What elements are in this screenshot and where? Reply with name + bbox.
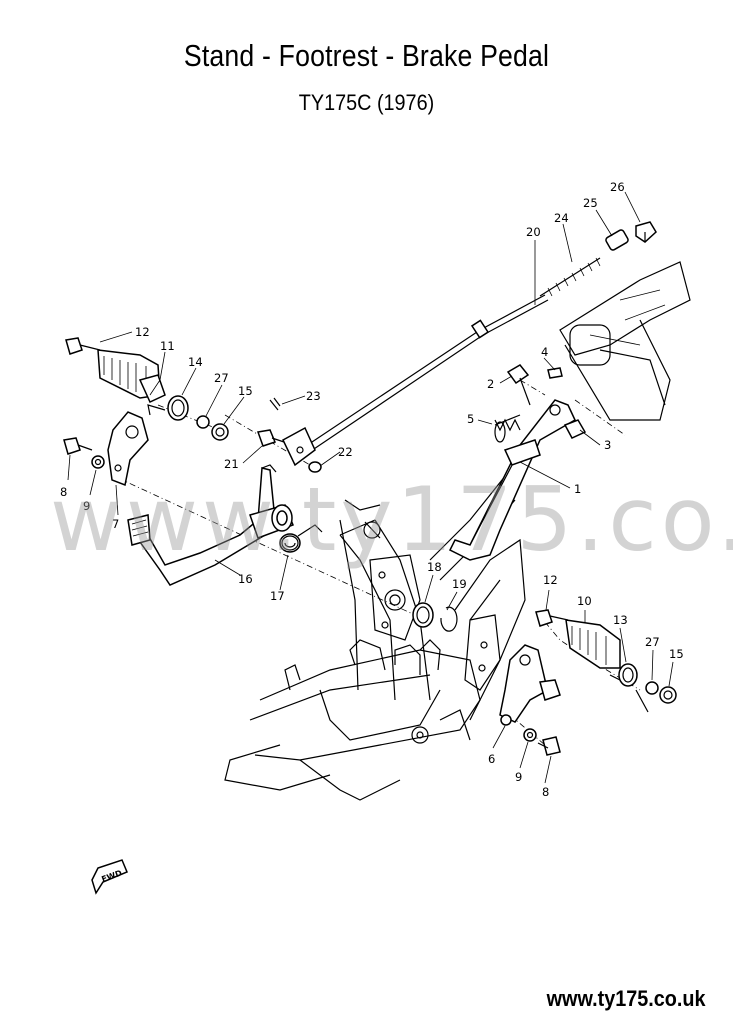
brake-rod-assembly [299,221,657,456]
callout-3: 3 [604,438,611,452]
callout-7: 7 [112,517,119,531]
callout-1: 1 [574,482,581,496]
fwd-arrow-icon: FWD [91,859,128,895]
callout-4: 4 [541,345,548,359]
callout-6: 6 [488,752,495,766]
callout-13: 13 [613,613,628,627]
callout-8-left: 8 [60,485,67,499]
left-bracket [63,411,149,487]
callout-19: 19 [452,577,467,591]
callout-25: 25 [583,196,598,210]
brake-pedal [127,464,323,586]
callout-24: 24 [554,211,569,225]
frame-structure [224,261,691,801]
callout-14: 14 [188,355,203,369]
callout-20: 20 [526,225,541,239]
page-title: Stand - Footrest - Brake Pedal [183,38,550,73]
callout-9-right: 9 [515,770,522,784]
side-stand [448,364,587,561]
callout-9-left: 9 [83,499,90,513]
callout-27-left: 27 [214,371,229,385]
callout-27-right: 27 [645,635,660,649]
callout-21: 21 [224,457,239,471]
callout-23: 23 [306,389,321,403]
callout-12-left: 12 [135,325,150,339]
pivot-pin [256,397,322,473]
callout-leaders [67,191,674,784]
callout-15-left: 15 [238,384,253,398]
callout-5: 5 [467,412,474,426]
callout-16: 16 [238,572,253,586]
page-subtitle: TY175C (1976) [298,90,435,115]
callout-15-right: 15 [669,647,684,661]
callout-2: 2 [487,377,494,391]
right-bracket [499,644,561,756]
left-footrest [65,337,229,441]
callout-18: 18 [427,560,442,574]
circlips [412,602,458,632]
callout-26: 26 [610,180,625,194]
callout-22: 22 [338,445,353,459]
callout-17: 17 [270,589,285,603]
callout-labels: 12 11 14 27 15 23 8 9 7 21 22 20 24 25 2… [60,180,684,799]
callout-8-right: 8 [542,785,549,799]
callout-10: 10 [577,594,592,608]
callout-12-right: 12 [543,573,558,587]
right-footrest [535,609,677,713]
watermark: www.ty175.co.uk [50,468,733,571]
footer-url[interactable]: www.ty175.co.uk [546,986,705,1011]
callout-11: 11 [160,339,175,353]
